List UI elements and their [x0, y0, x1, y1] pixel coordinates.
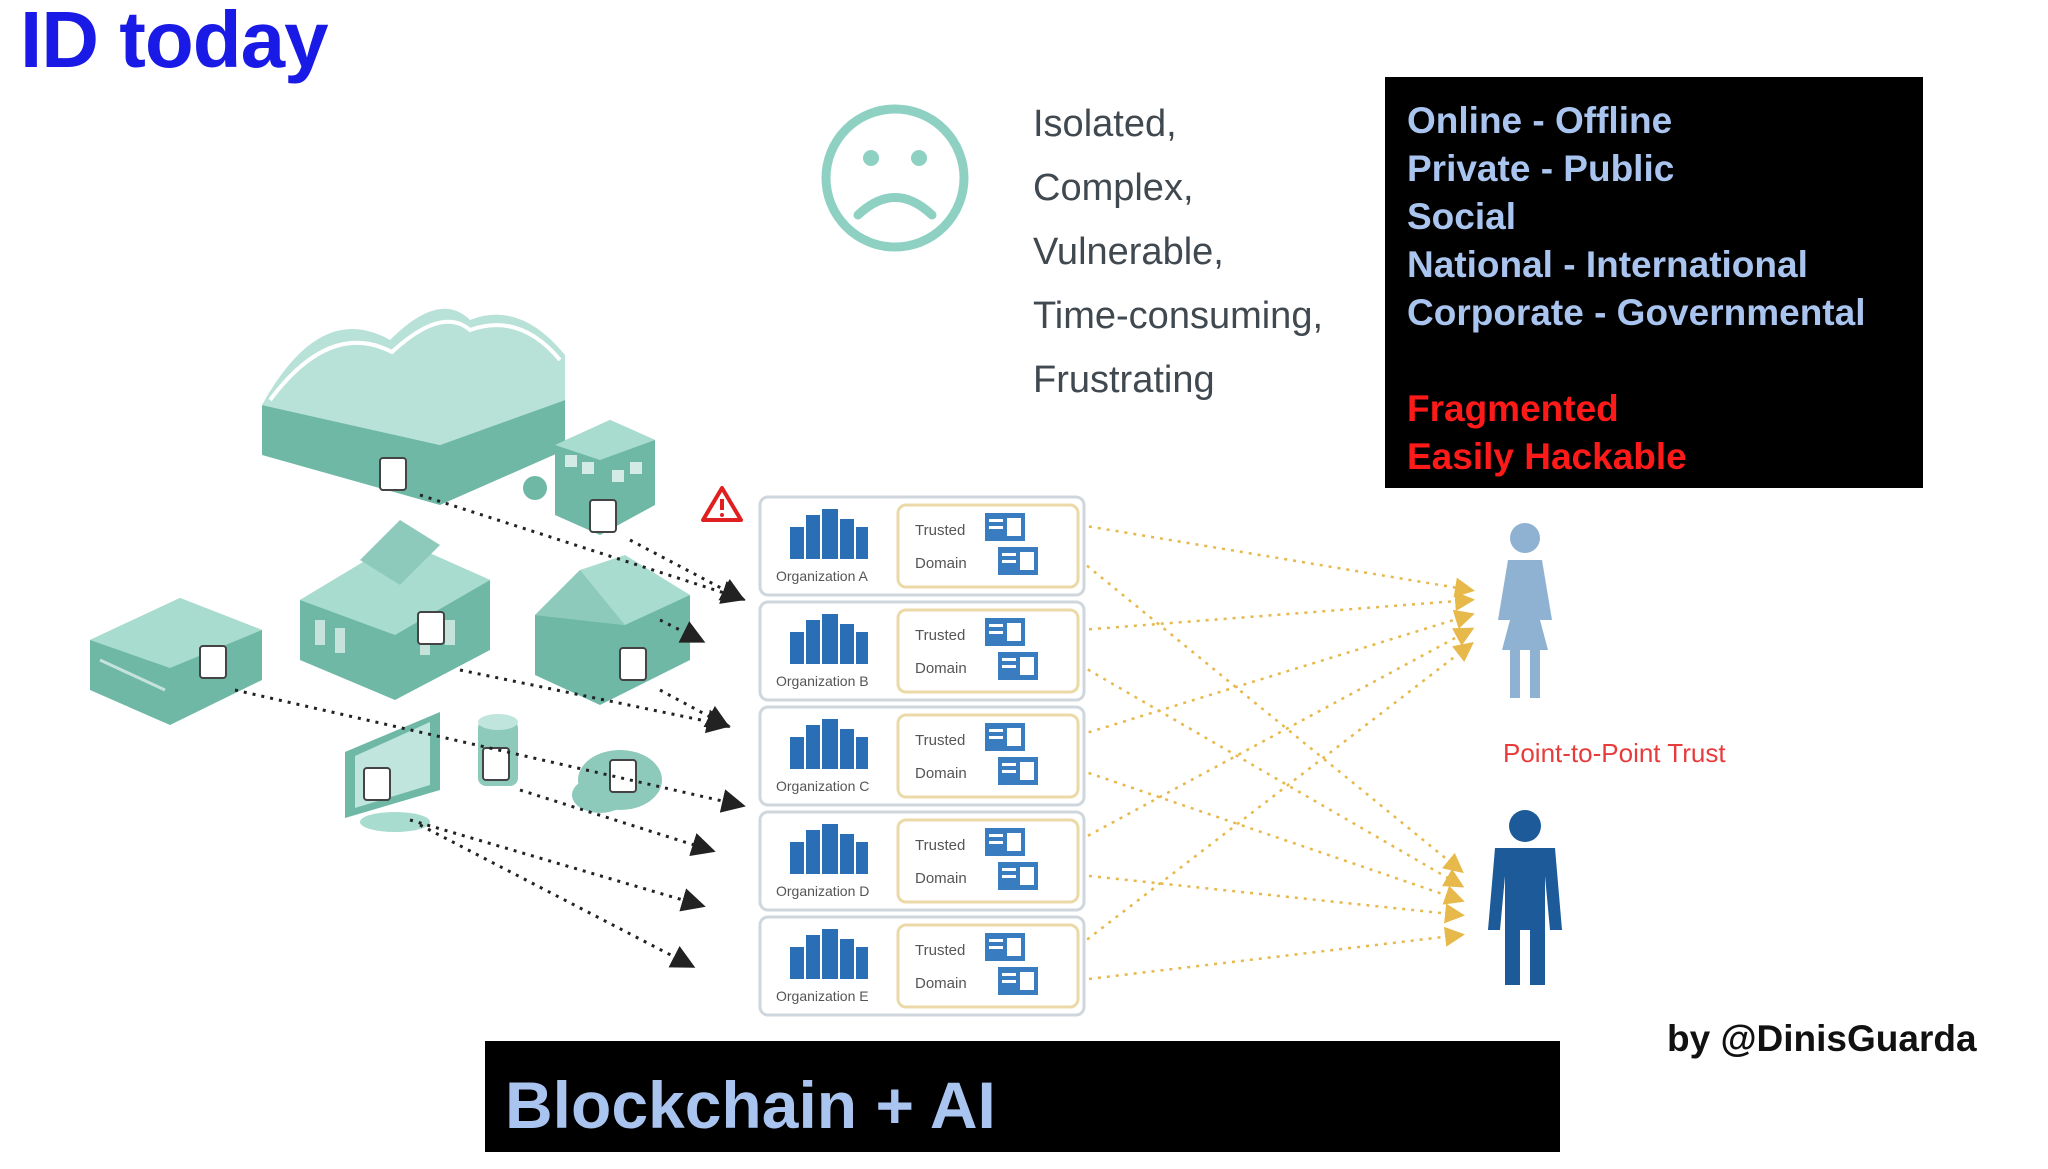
problem-item: Isolated,	[1033, 103, 1177, 145]
problem-item: Time-consuming,	[1033, 295, 1324, 337]
id-card-icon	[985, 828, 1025, 856]
organization-name: Organization B	[776, 673, 869, 689]
context-line: Corporate - Governmental	[1407, 292, 1866, 333]
point-to-point-trust-label: Point-to-Point Trust	[1503, 738, 1726, 768]
alert-line: Easily Hackable	[1407, 436, 1687, 477]
organization-name: Organization C	[776, 778, 869, 794]
id-contexts-box: Online - Offline Private - Public Social…	[1385, 77, 1923, 488]
house-building-icon	[535, 555, 690, 705]
organization-name: Organization A	[776, 568, 868, 584]
domain-label: Domain	[915, 765, 967, 782]
author-byline: by @DinisGuarda	[1667, 1018, 1977, 1059]
id-badge-icons	[199, 457, 647, 801]
warehouse-building-icon	[90, 598, 262, 725]
domain-label: Domain	[915, 975, 967, 992]
page-title: ID today	[20, 0, 329, 84]
trusted-label: Trusted	[915, 627, 965, 644]
computer-monitor-icon	[345, 712, 440, 832]
trusted-label: Trusted	[915, 837, 965, 854]
organization-building-icon	[790, 719, 868, 769]
trusted-label: Trusted	[915, 942, 965, 959]
organization-building-icon	[790, 614, 868, 664]
male-person-icon	[1488, 810, 1562, 985]
stadium-building-icon	[262, 308, 565, 505]
id-card-icon	[998, 862, 1038, 890]
context-line: Private - Public	[1407, 148, 1675, 189]
id-card-icon	[998, 547, 1038, 575]
id-card-icon	[985, 618, 1025, 646]
alert-line: Fragmented	[1407, 388, 1619, 429]
trust-arrows	[1079, 523, 1475, 982]
warning-icon	[701, 486, 743, 522]
id-card-icon	[998, 757, 1038, 785]
organization-building-icon	[790, 509, 868, 559]
context-line: Social	[1407, 196, 1516, 237]
id-card-icon	[985, 723, 1025, 751]
female-person-icon	[1498, 523, 1552, 698]
problems-list: Isolated, Complex, Vulnerable, Time-cons…	[1033, 92, 1323, 412]
organization-building-icon	[790, 929, 868, 979]
trusted-label: Trusted	[915, 732, 965, 749]
building-org-arrows	[234, 493, 746, 968]
school-building-icon	[300, 520, 490, 700]
sad-face-icon	[821, 104, 969, 252]
organization-building-icon	[790, 824, 868, 874]
domain-label: Domain	[915, 660, 967, 677]
organization-name: Organization D	[776, 883, 869, 899]
problem-item: Vulnerable,	[1033, 231, 1224, 273]
organization-name: Organization E	[776, 988, 869, 1004]
context-line: Online - Offline	[1407, 100, 1673, 141]
footer-banner: Blockchain + AI	[485, 1041, 1560, 1152]
office-building-icon	[523, 420, 655, 535]
id-card-icon	[998, 652, 1038, 680]
id-card-icon	[985, 513, 1025, 541]
id-card-icon	[998, 967, 1038, 995]
domain-label: Domain	[915, 870, 967, 887]
footer-title: Blockchain + AI	[505, 1068, 996, 1142]
problem-item: Complex,	[1033, 167, 1194, 209]
id-card-icon	[985, 933, 1025, 961]
context-line: National - International	[1407, 244, 1808, 285]
domain-label: Domain	[915, 555, 967, 572]
problem-item: Frustrating	[1033, 359, 1215, 401]
trusted-label: Trusted	[915, 522, 965, 539]
